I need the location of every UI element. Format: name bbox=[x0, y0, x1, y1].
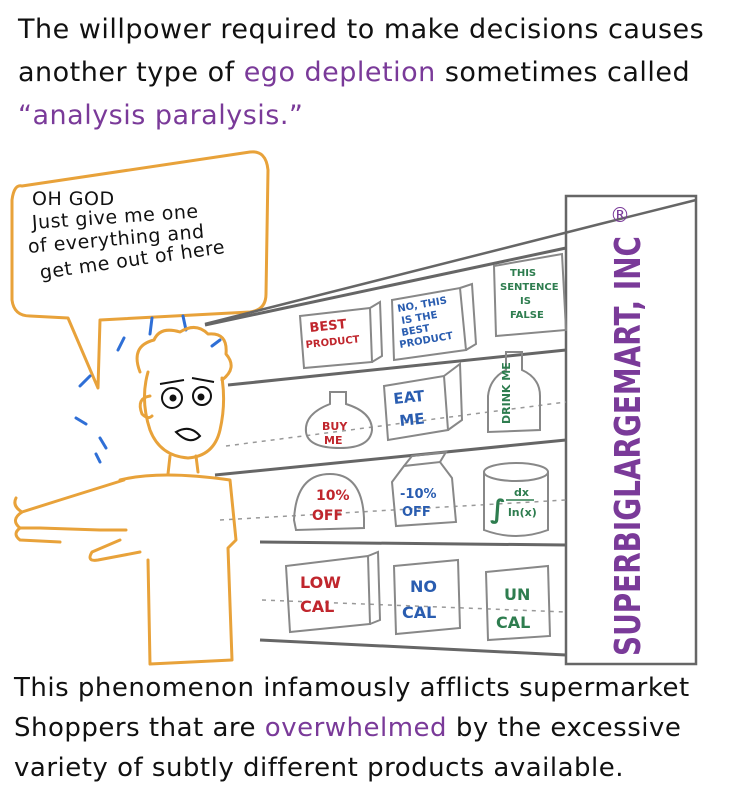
shopper-mouth bbox=[174, 427, 202, 442]
shelf-2 bbox=[214, 438, 567, 477]
caption-top-line-2-pre: another type of bbox=[18, 57, 244, 88]
this-sentence-label-2: SENTENCE bbox=[500, 282, 559, 293]
product-this-sentence bbox=[492, 252, 568, 338]
shopper-torso bbox=[118, 473, 238, 666]
this-sentence-label-3: IS bbox=[520, 296, 531, 307]
shopper-eyes bbox=[159, 377, 215, 409]
product-minus-ten-off bbox=[390, 450, 458, 528]
shelf-back-dashed bbox=[219, 401, 567, 613]
buy-me-label-2: ME bbox=[324, 434, 342, 447]
speech-bubble-text: OH GOD Just give me one of everything an… bbox=[16, 182, 264, 312]
sweat-drop-icon bbox=[94, 452, 102, 464]
caption-top-line-2: another type of ego depletion sometimes … bbox=[18, 51, 738, 94]
shopper-hand bbox=[13, 496, 62, 544]
minus-ten-off-label-2: OFF bbox=[402, 505, 431, 520]
sweat-drop-icon bbox=[78, 374, 92, 388]
sweat-drop-icon bbox=[210, 338, 222, 348]
eat-me-label-2: ME bbox=[399, 409, 426, 430]
product-best-product bbox=[298, 300, 384, 370]
shelf-3 bbox=[259, 540, 567, 547]
un-cal-label-2: CAL bbox=[496, 613, 530, 632]
product-no-cal bbox=[392, 558, 462, 636]
low-cal-label-2: CAL bbox=[300, 597, 334, 616]
no-cal-label-1: NO bbox=[410, 577, 437, 596]
low-cal-label-1: LOW bbox=[300, 573, 341, 592]
sweat-drop-icon bbox=[116, 336, 126, 352]
eat-me-label-1: EAT bbox=[393, 387, 426, 408]
store-roof-line bbox=[204, 198, 697, 326]
shopper-hair bbox=[135, 326, 233, 382]
caption-top-highlight-ego-depletion: ego depletion bbox=[243, 57, 436, 88]
speech-bubble bbox=[10, 150, 270, 390]
caption-bottom-line-2: Shoppers that are overwhelmed by the exc… bbox=[14, 708, 739, 748]
store-sign-panel bbox=[564, 194, 698, 666]
caption-top-highlight-analysis-paralysis: “analysis paralysis.” bbox=[18, 100, 304, 131]
caption-top-line-2-post: sometimes called bbox=[435, 57, 691, 88]
this-sentence-label-4: FALSE bbox=[510, 310, 544, 321]
registered-mark-icon: ® bbox=[610, 203, 630, 227]
integral-numerator: dx bbox=[514, 486, 529, 499]
sweat-drop-icon bbox=[148, 316, 154, 336]
shopper-left-arm bbox=[14, 478, 128, 532]
caption-bottom-highlight-overwhelmed: overwhelmed bbox=[264, 713, 448, 743]
product-eat-me bbox=[382, 362, 464, 442]
shopper-ear bbox=[138, 394, 154, 420]
caption-top: The willpower required to make decisions… bbox=[18, 8, 738, 137]
this-sentence-label-1: THIS bbox=[510, 268, 536, 279]
drink-me-label: DRINK ME bbox=[500, 362, 513, 424]
no-cal-label-2: CAL bbox=[402, 603, 436, 622]
shopper-face bbox=[143, 370, 226, 460]
caption-bottom-line-2-post: by the excessive bbox=[447, 713, 682, 743]
product-drink-me bbox=[487, 351, 541, 434]
sweat-drop-icon bbox=[74, 416, 88, 426]
store-tower bbox=[204, 194, 698, 666]
store-sign-text: SUPERBIGLARGEMART, INC bbox=[608, 236, 649, 656]
buy-me-label-1: BUY bbox=[322, 420, 348, 433]
sweat-drops-group bbox=[74, 314, 222, 464]
un-cal-label-1: UN bbox=[504, 585, 530, 604]
shelf-top-edge bbox=[204, 246, 567, 327]
product-low-cal bbox=[284, 550, 382, 634]
best-product-label-2: PRODUCT bbox=[305, 334, 360, 351]
integral-sign: ∫ bbox=[490, 495, 506, 525]
product-integral bbox=[483, 462, 549, 537]
caption-bottom-line-1: This phenomenon infamously afflicts supe… bbox=[14, 673, 690, 703]
caption-bottom-line-3: variety of subtly different products ava… bbox=[14, 753, 625, 783]
shelf-4 bbox=[259, 638, 567, 657]
shopper-neck bbox=[166, 454, 200, 476]
product-buy-me bbox=[304, 391, 374, 450]
speech-line-1: OH GOD bbox=[32, 188, 115, 210]
minus-ten-off-label-1: -10% bbox=[400, 487, 437, 502]
shelves bbox=[204, 246, 567, 657]
shelf-1 bbox=[227, 348, 567, 387]
integral-denominator: ln(x) bbox=[508, 506, 537, 519]
best-product-label-1: BEST bbox=[309, 317, 348, 336]
caption-top-line-1: The willpower required to make decisions… bbox=[18, 14, 705, 45]
product-un-cal bbox=[484, 564, 552, 642]
no-this-label-3: BEST bbox=[401, 323, 431, 339]
caption-bottom-line-2-pre: Shoppers that are bbox=[14, 713, 265, 743]
product-no-this bbox=[390, 282, 478, 362]
anxious-shopper bbox=[13, 326, 238, 666]
ten-off-label-2: OFF bbox=[312, 508, 343, 524]
sweat-drop-icon bbox=[98, 436, 108, 450]
product-ten-off bbox=[292, 472, 365, 532]
caption-bottom: This phenomenon infamously afflicts supe… bbox=[14, 668, 739, 788]
shopper-right-arm bbox=[88, 538, 142, 562]
ten-off-label-1: 10% bbox=[316, 488, 350, 504]
